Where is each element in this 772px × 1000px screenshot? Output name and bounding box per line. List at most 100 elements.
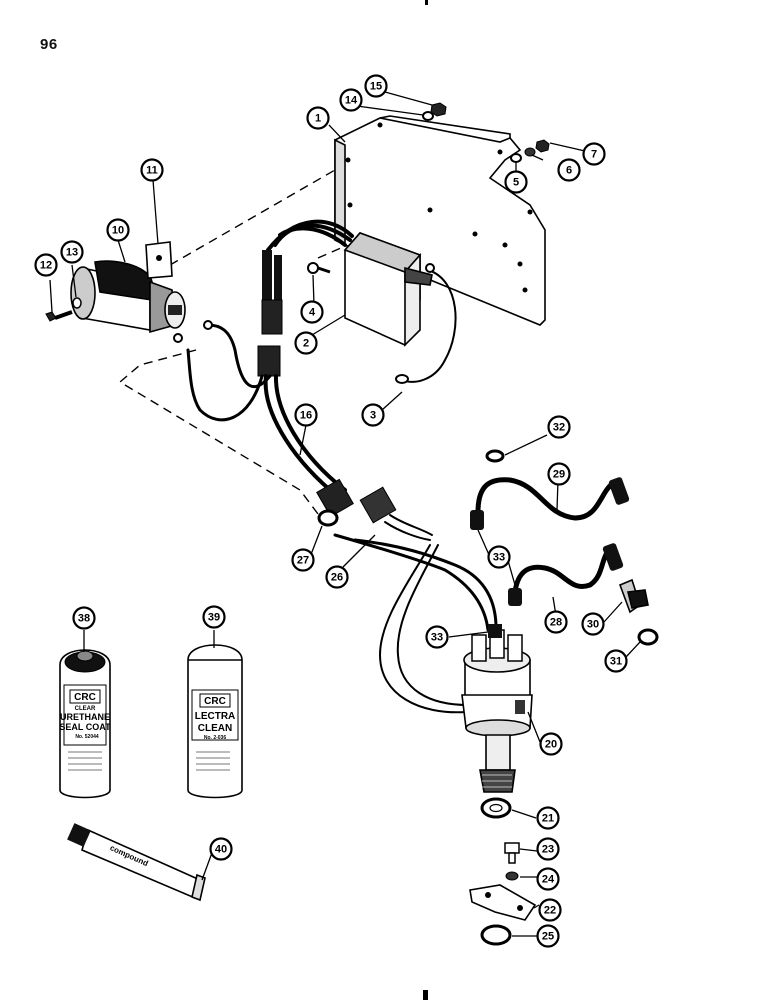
callout-circle xyxy=(504,170,528,194)
hardware-nuts-washers xyxy=(422,102,550,163)
can39-part: No. 2-036 xyxy=(204,735,226,741)
callout-circle xyxy=(544,610,568,634)
callout-27: 27 xyxy=(291,548,315,572)
callout-circle xyxy=(339,88,363,112)
callout-16: 16 xyxy=(294,403,318,427)
callout-number: 25 xyxy=(542,931,554,943)
callout-14: 14 xyxy=(339,88,363,112)
callout-10: 10 xyxy=(106,218,130,242)
page-number: 96 xyxy=(40,36,58,53)
distributor-hardware xyxy=(469,797,537,946)
callout-number: 31 xyxy=(610,656,622,668)
callout-circle xyxy=(539,732,563,756)
callout-1: 1 xyxy=(306,106,330,130)
callout-circle xyxy=(487,545,511,569)
callout-21: 21 xyxy=(536,806,560,830)
callout-30: 30 xyxy=(581,612,605,636)
callout-number: 27 xyxy=(297,555,309,567)
callout-circle xyxy=(294,403,318,427)
callout-circle xyxy=(536,924,560,948)
callout-circle xyxy=(604,649,628,673)
leader-lines xyxy=(49,91,641,937)
callout-31: 31 xyxy=(604,649,628,673)
callout-circle xyxy=(425,625,449,649)
callout-number: 29 xyxy=(553,469,565,481)
callout-number: 26 xyxy=(331,572,343,584)
callout-circle xyxy=(294,331,318,355)
callout-circle xyxy=(300,300,324,324)
ignition-coil xyxy=(45,241,213,343)
callout-4: 4 xyxy=(300,300,324,324)
callout-circle xyxy=(34,253,58,277)
callout-circle xyxy=(361,403,385,427)
distributor xyxy=(333,533,533,793)
callout-number: 11 xyxy=(146,165,158,177)
can38-part: No. 52044 xyxy=(75,734,99,740)
callout-circle xyxy=(306,106,330,130)
callout-number: 32 xyxy=(553,422,565,434)
callout-circle xyxy=(547,462,571,486)
callout-number: 1 xyxy=(315,113,321,125)
callout-circle xyxy=(536,806,560,830)
callout-circle xyxy=(364,74,388,98)
callout-circle xyxy=(202,605,226,629)
callout-circle xyxy=(557,158,581,182)
callout-circle xyxy=(60,240,84,264)
callout-circle xyxy=(536,837,560,861)
can38-line3: SEAL COAT xyxy=(59,722,111,732)
callout-3: 3 xyxy=(361,403,385,427)
callout-number: 24 xyxy=(542,874,555,886)
callout-12: 12 xyxy=(34,253,58,277)
callout-number: 21 xyxy=(542,813,554,825)
callout-38: 38 xyxy=(72,606,96,630)
callout-20: 20 xyxy=(539,732,563,756)
callout-circle xyxy=(140,158,164,182)
callout-33b: 33 xyxy=(425,625,449,649)
callout-number: 2 xyxy=(303,338,309,350)
can38-brand: CRC xyxy=(74,692,96,703)
callout-number: 16 xyxy=(300,410,312,422)
callout-24: 24 xyxy=(536,867,560,891)
callout-number: 4 xyxy=(309,307,316,319)
callout-circle xyxy=(582,142,606,166)
callout-number: 3 xyxy=(370,410,376,422)
callout-11: 11 xyxy=(140,158,164,182)
callout-15: 15 xyxy=(364,74,388,98)
callout-5: 5 xyxy=(504,170,528,194)
compound-tube-40: compound xyxy=(67,823,206,902)
screw-4 xyxy=(307,262,331,274)
callout-22: 22 xyxy=(538,898,562,922)
callout-7: 7 xyxy=(582,142,606,166)
callout-number: 14 xyxy=(345,95,358,107)
scan-marks xyxy=(423,0,428,1000)
ignition-module xyxy=(266,219,457,384)
callout-25: 25 xyxy=(536,924,560,948)
callout-number: 33 xyxy=(431,632,443,644)
callout-number: 5 xyxy=(513,177,519,189)
callout-number: 22 xyxy=(544,905,556,917)
callout-33a: 33 xyxy=(487,545,511,569)
spray-can-38: CRC CLEAR URETHANE SEAL COAT No. 52044 xyxy=(59,649,111,799)
callout-number: 6 xyxy=(566,165,572,177)
callout-23: 23 xyxy=(536,837,560,861)
can38-line1: CLEAR xyxy=(75,706,96,712)
can39-line2: CLEAN xyxy=(198,723,232,734)
callout-number: 12 xyxy=(40,260,52,272)
grommet-27 xyxy=(317,509,339,527)
callout-circle xyxy=(72,606,96,630)
callout-circle xyxy=(547,415,571,439)
can38-line2: URETHANE xyxy=(60,712,110,722)
callout-layer: 1234567101112131415162021222324252627282… xyxy=(34,74,628,948)
can39-line1: LECTRA xyxy=(195,711,236,722)
callout-number: 10 xyxy=(112,225,124,237)
callout-number: 30 xyxy=(587,619,599,631)
callout-circle xyxy=(291,548,315,572)
callout-number: 7 xyxy=(591,149,597,161)
callout-number: 20 xyxy=(545,739,557,751)
callout-circle xyxy=(538,898,562,922)
callout-circle xyxy=(536,867,560,891)
callout-29: 29 xyxy=(547,462,571,486)
callout-circle xyxy=(581,612,605,636)
callout-26: 26 xyxy=(325,565,349,589)
